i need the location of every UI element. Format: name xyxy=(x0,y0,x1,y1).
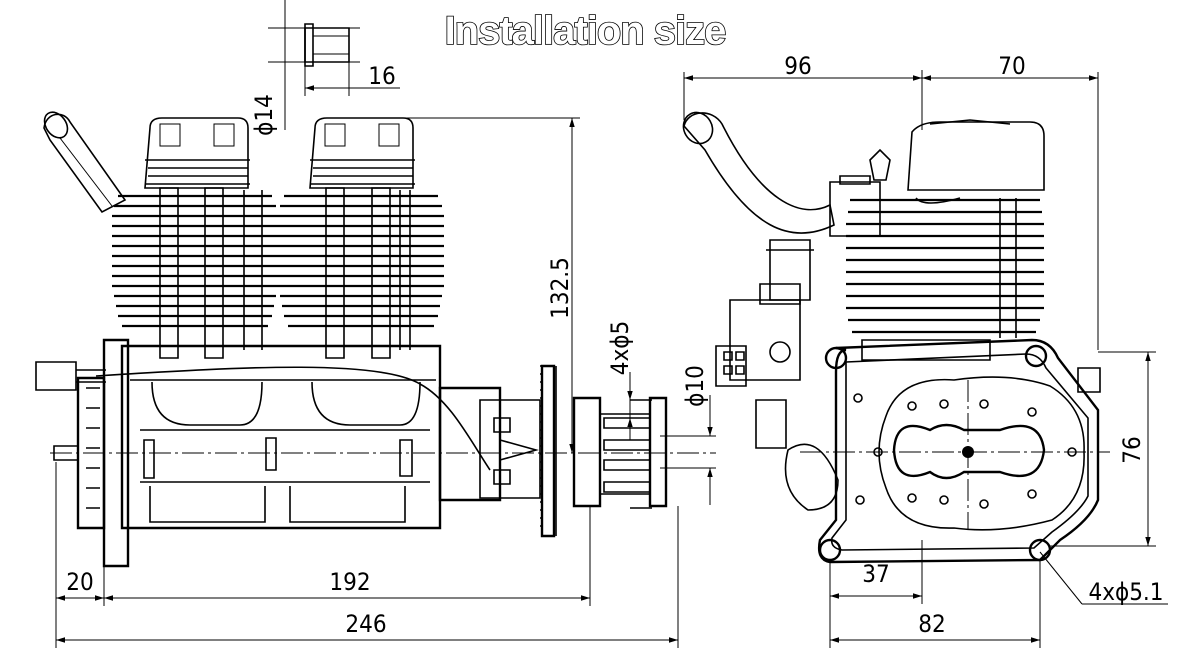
cylinder-right xyxy=(309,117,415,189)
prop-bolts-label: 4xϕ5 xyxy=(606,321,634,375)
exhaust-reach-label: 96 xyxy=(784,52,811,80)
head-width-label: 70 xyxy=(998,52,1025,80)
fitting-diameter-label: ϕ14 xyxy=(250,94,278,136)
rear-housing xyxy=(438,386,541,502)
mount-flange xyxy=(76,338,130,568)
prop-bore-label: ϕ10 xyxy=(681,365,709,407)
side-view-dimensions xyxy=(55,117,716,648)
prop-hub xyxy=(572,396,668,509)
engine-side-view xyxy=(35,111,716,568)
mount-holes-label: 4xϕ5.1 xyxy=(1088,578,1163,606)
rear-mount-plate xyxy=(817,338,1101,564)
drawing-title: Installation size xyxy=(445,9,726,53)
rear-view-dimensions xyxy=(683,70,1168,648)
mount-width-label: 82 xyxy=(918,610,945,638)
cylinder-height-label: 132.5 xyxy=(546,257,574,319)
mount-height-label: 76 xyxy=(1118,436,1146,463)
mount-offset-label: 37 xyxy=(862,560,889,588)
body-length-label: 192 xyxy=(329,568,370,596)
fitting-length-label: 16 xyxy=(368,62,395,90)
engine-rear-view xyxy=(682,111,1110,564)
push-rods xyxy=(159,187,411,359)
cooling-fins xyxy=(112,194,444,328)
flange-offset-label: 20 xyxy=(66,568,93,596)
ignition-connector xyxy=(35,361,106,391)
overall-length-label: 246 xyxy=(345,610,386,638)
fitting-detail xyxy=(268,0,400,130)
cylinder-left xyxy=(144,117,250,189)
starter-gear xyxy=(540,364,557,538)
crankcase xyxy=(120,344,442,530)
